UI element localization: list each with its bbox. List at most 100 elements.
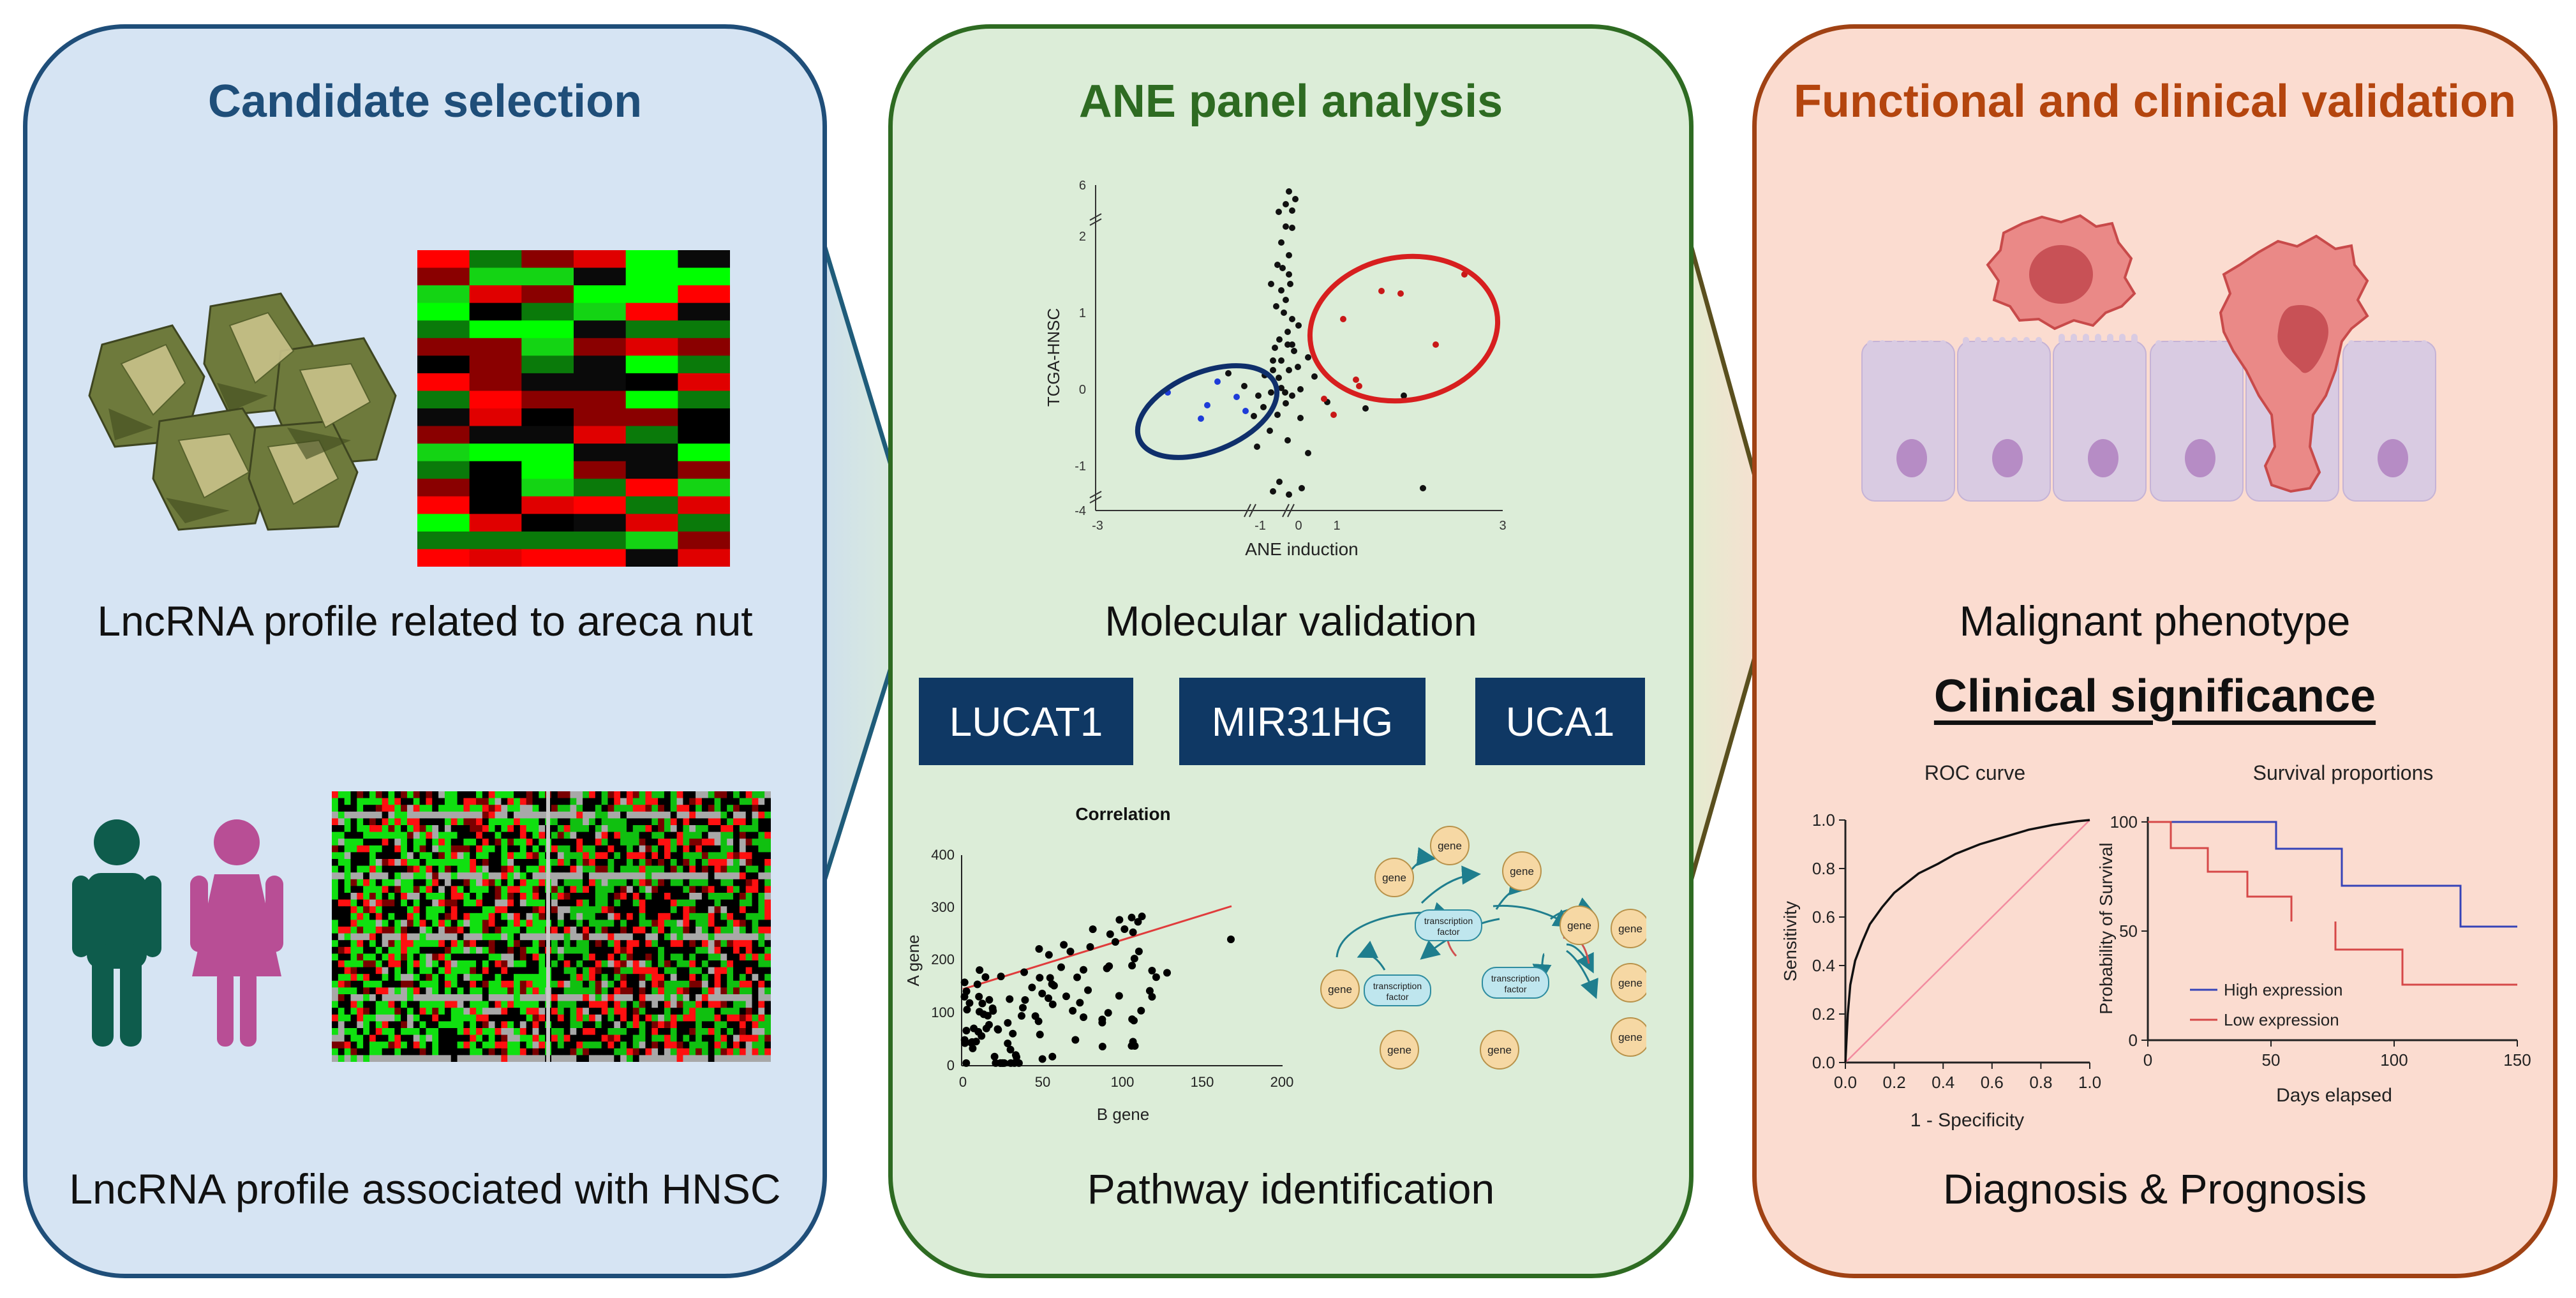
heatmap-cell: [495, 899, 502, 907]
heatmap-cell: [332, 798, 339, 805]
heatmap-cell: [382, 825, 389, 833]
ane-point: [1283, 223, 1289, 230]
heatmap-cell: [426, 839, 433, 846]
heatmap-cell: [444, 940, 452, 948]
heatmap-cell: [620, 872, 627, 880]
heatmap-cell: [444, 994, 452, 1002]
heatmap-cell: [745, 933, 753, 941]
heatmap-cell: [519, 1021, 527, 1029]
heatmap-cell: [678, 514, 730, 532]
ane-point: [1420, 485, 1426, 491]
heatmap-cell: [482, 825, 489, 833]
heatmap-cell: [539, 1028, 546, 1036]
heatmap-cell: [683, 946, 690, 954]
heatmap-cell: [507, 946, 514, 954]
heatmap-cell: [338, 913, 345, 920]
heatmap-cell: [495, 791, 502, 799]
heatmap-cell: [551, 987, 558, 995]
heatmap-cell: [332, 974, 339, 981]
network-edge: [1357, 941, 1386, 971]
heatmap-cell: [727, 1001, 734, 1008]
gene-box-mir31hg: MIR31HG: [1179, 678, 1426, 765]
roc-xtick: 0.8: [2029, 1073, 2052, 1092]
heatmap-cell: [614, 953, 621, 961]
heatmap-cell: [375, 805, 383, 812]
heatmap-cell: [583, 913, 590, 920]
heatmap-cell: [394, 980, 401, 988]
heatmap-cell: [745, 987, 753, 995]
heatmap-cell: [501, 920, 508, 927]
heatmap-cell: [689, 893, 696, 900]
heatmap-cell: [758, 960, 765, 968]
heatmap-cell: [563, 872, 570, 880]
heatmap-cell: [463, 899, 470, 907]
heatmap-cell: [678, 408, 730, 427]
heatmap-cell: [495, 987, 502, 995]
heatmap-cell: [708, 899, 715, 907]
heatmap-cell: [382, 1034, 389, 1042]
heatmap-cell: [764, 1041, 771, 1049]
heatmap-cell: [651, 839, 659, 846]
heatmap-cell: [745, 1008, 753, 1015]
microvillus: [1916, 340, 1922, 350]
heatmap-cell: [476, 974, 483, 981]
heatmap-cell: [758, 967, 765, 974]
heatmap-cell: [676, 1008, 683, 1015]
heatmap-cell: [576, 960, 583, 968]
heatmap-cell: [626, 920, 634, 927]
heatmap-cell: [476, 839, 483, 846]
heatmap-cell: [614, 1008, 621, 1015]
heatmap-cell: [601, 791, 608, 799]
heatmap-cell: [457, 1055, 464, 1062]
heatmap-cell: [620, 1021, 627, 1029]
heatmap-cell: [444, 1028, 452, 1036]
heatmap-cell: [632, 852, 640, 860]
heatmap-cell: [574, 302, 627, 321]
epithelial-cell: [2342, 341, 2436, 502]
heatmap-cell: [457, 994, 464, 1002]
heatmap-cell: [350, 805, 357, 812]
heatmap-cell: [406, 913, 414, 920]
corr-xtick: 200: [1270, 1074, 1294, 1090]
heatmap-cell: [683, 1021, 690, 1029]
heatmap-cell: [607, 879, 614, 886]
heatmap-cell: [758, 1014, 765, 1022]
heatmap-cell: [514, 818, 521, 826]
heatmap-cell: [720, 1008, 727, 1015]
heatmap-cell: [708, 906, 715, 914]
ane-point: [1276, 375, 1282, 381]
heatmap-cell: [457, 946, 464, 954]
network-edge: [1493, 904, 1574, 928]
heatmap-cell: [607, 1048, 614, 1056]
heatmap-cell: [739, 1008, 747, 1015]
heatmap-cell: [476, 893, 483, 900]
heatmap-cell: [595, 825, 602, 833]
heatmap-cell: [708, 1001, 715, 1008]
heatmap-cell: [501, 946, 508, 954]
microvillus: [2216, 340, 2222, 350]
heatmap-cell: [714, 839, 721, 846]
heatmap-cell: [521, 338, 574, 356]
microvillus: [1879, 340, 1886, 350]
heatmap-cell: [752, 865, 759, 873]
heatmap-cell: [444, 980, 452, 988]
heatmap-cell: [507, 832, 514, 839]
ane-point: [1274, 262, 1281, 268]
heatmap-cell: [620, 811, 627, 819]
heatmap-cell: [689, 818, 696, 826]
heatmap-cell: [626, 879, 634, 886]
heatmap-cell: [752, 1055, 759, 1062]
heatmap-cell: [696, 913, 703, 920]
heatmap-cell: [551, 927, 558, 934]
heatmap-cell: [457, 1014, 464, 1022]
heatmap-cell: [563, 852, 570, 860]
heatmap-cell: [539, 974, 546, 981]
heatmap-cell: [670, 825, 678, 833]
ane-point: [1311, 373, 1318, 380]
heatmap-cell: [645, 1008, 652, 1015]
heatmap-cell: [696, 879, 703, 886]
heatmap-cell: [601, 845, 608, 853]
heatmap-cell: [639, 920, 646, 927]
heatmap-cell: [444, 825, 452, 833]
heatmap-cell: [683, 994, 690, 1002]
